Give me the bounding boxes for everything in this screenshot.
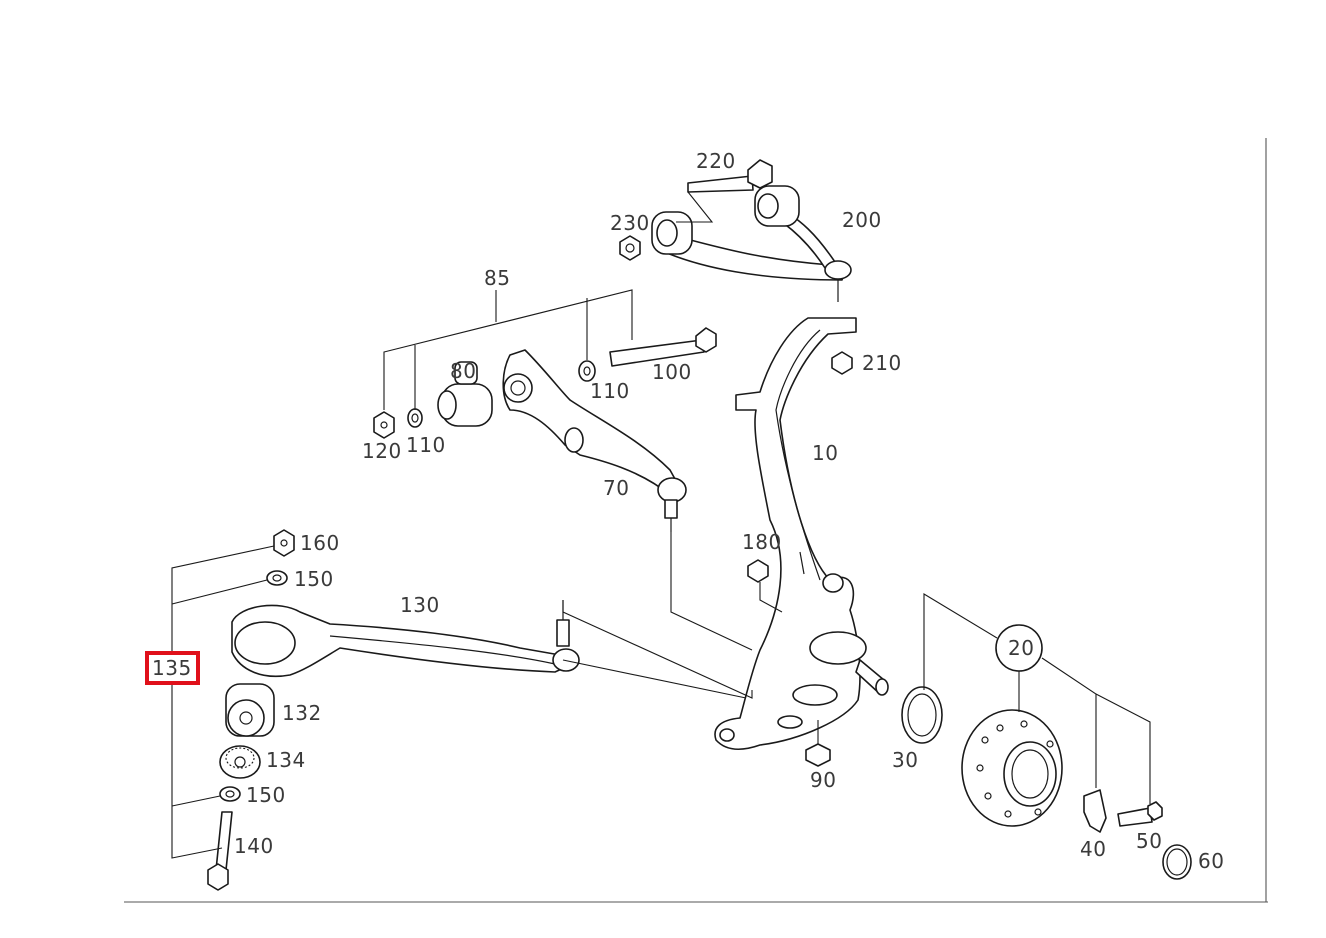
upper-control-arm[interactable] <box>651 185 852 302</box>
trailing-arm[interactable] <box>502 349 687 532</box>
cap-60[interactable] <box>1162 844 1192 880</box>
group-bracket-85 <box>383 289 633 410</box>
label-135[interactable]: 135 <box>152 656 192 680</box>
label-85[interactable]: 85 <box>484 266 510 290</box>
label-130[interactable]: 130 <box>400 593 440 617</box>
leader-130 <box>562 600 753 699</box>
lower-control-arm[interactable] <box>231 600 580 677</box>
clip-40[interactable] <box>1083 789 1107 833</box>
group-bracket-135-bottom <box>171 684 223 859</box>
washer-150-upper[interactable] <box>266 570 288 586</box>
label-160[interactable]: 160 <box>300 531 340 555</box>
label-20[interactable]: 20 <box>1008 636 1034 660</box>
label-150-lower[interactable]: 150 <box>246 783 286 807</box>
leader-150-lower <box>171 795 221 807</box>
label-50[interactable]: 50 <box>1136 829 1162 853</box>
label-90[interactable]: 90 <box>810 768 836 792</box>
bolt-220[interactable] <box>687 159 773 193</box>
bushing-80[interactable] <box>437 361 493 427</box>
washer-110-lower[interactable] <box>407 408 423 428</box>
screw-50[interactable] <box>1117 801 1163 827</box>
label-134[interactable]: 134 <box>266 748 306 772</box>
label-180[interactable]: 180 <box>742 530 782 554</box>
label-80[interactable]: 80 <box>450 359 476 383</box>
washer-150-lower[interactable] <box>219 786 241 802</box>
label-10[interactable]: 10 <box>812 441 838 465</box>
bushing-134[interactable] <box>219 745 261 779</box>
label-70[interactable]: 70 <box>603 476 629 500</box>
bushing-132[interactable] <box>225 683 275 737</box>
label-60[interactable]: 60 <box>1198 849 1224 873</box>
leader-220 <box>676 191 714 223</box>
label-220[interactable]: 220 <box>696 149 736 173</box>
wheel-hub[interactable] <box>961 709 1063 827</box>
label-132[interactable]: 132 <box>282 701 322 725</box>
label-120[interactable]: 120 <box>362 439 402 463</box>
nut-90[interactable] <box>805 743 831 767</box>
steering-knuckle[interactable] <box>714 317 889 750</box>
nut-210[interactable] <box>831 351 853 375</box>
leader-180 <box>759 582 783 613</box>
washer-110-upper[interactable] <box>578 360 596 382</box>
label-100[interactable]: 100 <box>652 360 692 384</box>
seal-30[interactable] <box>901 686 943 744</box>
label-110-lower[interactable]: 110 <box>406 433 446 457</box>
label-210[interactable]: 210 <box>862 351 902 375</box>
leader-150-upper <box>171 579 268 605</box>
label-40[interactable]: 40 <box>1080 837 1106 861</box>
label-230[interactable]: 230 <box>610 211 650 235</box>
label-30[interactable]: 30 <box>892 748 918 772</box>
nut-120[interactable] <box>373 411 395 439</box>
label-150-upper[interactable]: 150 <box>294 567 334 591</box>
nut-180[interactable] <box>747 559 769 583</box>
leader-30 <box>923 593 998 690</box>
bolt-140[interactable] <box>207 811 233 891</box>
bolt-100[interactable] <box>609 327 717 367</box>
leader-70 <box>670 532 753 651</box>
leader-50 <box>1095 693 1151 804</box>
nut-160[interactable] <box>273 529 295 557</box>
leader-130-ball <box>562 659 747 699</box>
label-200[interactable]: 200 <box>842 208 882 232</box>
label-110-upper[interactable]: 110 <box>590 379 630 403</box>
label-140[interactable]: 140 <box>234 834 274 858</box>
nut-230[interactable] <box>619 235 641 261</box>
group-bracket-135-top <box>171 545 275 654</box>
highlight-box-135 <box>145 651 200 685</box>
